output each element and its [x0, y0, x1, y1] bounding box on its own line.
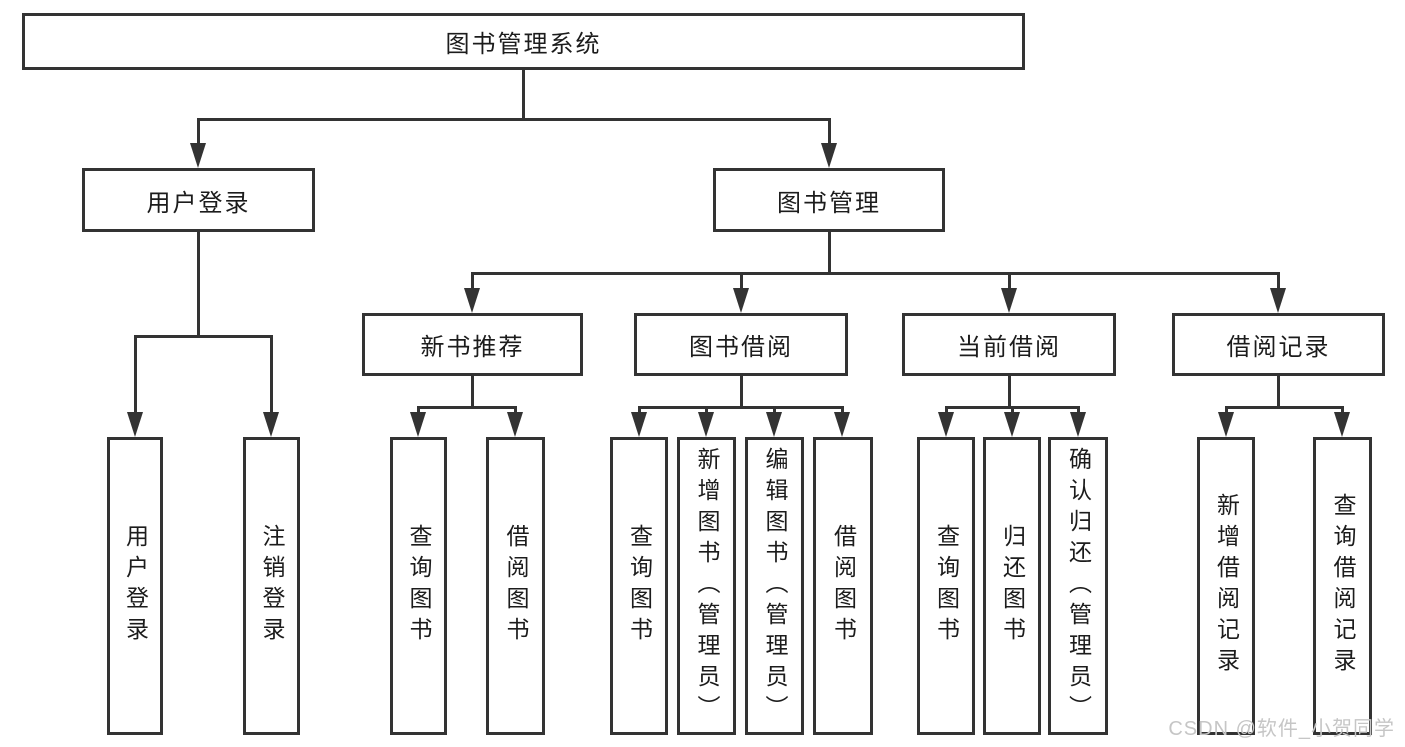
connector-l3-shaft [1277, 272, 1280, 292]
arrow-down-icon [1334, 412, 1350, 437]
connector-leaf-shaft [841, 406, 844, 416]
leaf-logout: 注销登录 [243, 437, 300, 735]
leaf-add-borrow-record: 新增借阅记录 [1197, 437, 1255, 735]
node-label: 注销登录 [259, 524, 285, 648]
connector-user-login-split-bar [134, 335, 273, 338]
node-label: 编辑图书（管理员） [762, 446, 788, 726]
connector-l3-shaft [740, 272, 743, 292]
leaf-add-books-admin: 新增图书（管理员） [677, 437, 736, 735]
node-label: 新书推荐 [420, 334, 525, 361]
arrow-down-icon [631, 412, 647, 437]
connector-leaf-shaft [134, 335, 137, 415]
node-label: 图书借阅 [689, 334, 793, 361]
arrow-down-icon [938, 412, 954, 437]
arrow-down-icon [834, 412, 850, 437]
connector-leaf-shaft [638, 406, 641, 416]
node-new-book-recommend: 新书推荐 [362, 313, 583, 376]
connector-root-stem [522, 70, 525, 121]
arrow-down-icon [263, 412, 279, 437]
connector-leaf-shaft [945, 406, 948, 416]
leaf-query-books-recommend: 查询图书 [390, 437, 447, 735]
arrow-down-icon [1270, 288, 1286, 313]
connector-root-split-bar [197, 118, 831, 121]
arrow-down-icon [1004, 412, 1020, 437]
connector-leaf-shaft [270, 335, 273, 415]
arrow-down-icon [698, 412, 714, 437]
leaf-query-borrow-record: 查询借阅记录 [1313, 437, 1372, 735]
arrow-down-icon [766, 412, 782, 437]
connector-book-mgmt-shaft [828, 118, 831, 148]
arrow-down-icon [821, 143, 837, 168]
leaf-edit-books-admin: 编辑图书（管理员） [745, 437, 804, 735]
leaf-user-login: 用户登录 [107, 437, 163, 735]
arrow-down-icon [1218, 412, 1234, 437]
connector-leaf-shaft [417, 406, 420, 416]
node-label: 新增图书（管理员） [694, 446, 720, 726]
node-label: 新增借阅记录 [1213, 493, 1240, 679]
node-label: 借阅图书 [830, 524, 857, 648]
connector-l3-shaft [1008, 272, 1011, 292]
node-current-borrowing: 当前借阅 [902, 313, 1116, 376]
connector-leaf-shaft [705, 406, 708, 416]
node-label: 图书管理 [777, 189, 881, 217]
node-label: 查询借阅记录 [1330, 493, 1356, 679]
node-system-root: 图书管理系统 [22, 13, 1025, 70]
node-label: 借阅图书 [503, 524, 529, 648]
node-label: 查询图书 [933, 524, 960, 648]
leaf-query-books-current: 查询图书 [917, 437, 975, 735]
node-label: 查询图书 [626, 524, 653, 648]
connector-book-mgmt-split-bar [471, 272, 1280, 275]
connector-leaf-shaft [1341, 406, 1344, 416]
connector-l4-stem [471, 376, 474, 408]
node-borrowing-records: 借阅记录 [1172, 313, 1385, 376]
connector-l3-shaft [471, 272, 474, 292]
arrow-down-icon [464, 288, 480, 313]
connector-user-login-stem [197, 232, 200, 338]
node-label: 借阅记录 [1226, 334, 1331, 361]
connector-l4-stem [740, 376, 743, 408]
connector-leaf-shaft [773, 406, 776, 416]
connector-leaf-shaft [514, 406, 517, 416]
node-label: 用户登录 [122, 524, 149, 648]
connector-leaf-shaft [1225, 406, 1228, 416]
connector-leaf-shaft [1011, 406, 1014, 416]
arrow-down-icon [507, 412, 523, 437]
leaf-confirm-return-admin: 确认归还（管理员） [1048, 437, 1108, 735]
connector-leaf-shaft [1077, 406, 1080, 416]
connector-book-mgmt-stem [828, 232, 831, 275]
connector-l4-stem [1277, 376, 1280, 408]
node-label: 图书管理系统 [445, 31, 602, 58]
leaf-query-books-borrowing: 查询图书 [610, 437, 668, 735]
arrow-down-icon [127, 412, 143, 437]
leaf-borrow-books-recommend: 借阅图书 [486, 437, 545, 735]
arrow-down-icon [410, 412, 426, 437]
leaf-return-books: 归还图书 [983, 437, 1041, 735]
node-label: 确认归还（管理员） [1065, 446, 1092, 726]
connector-l4-split-bar [417, 406, 517, 409]
connector-user-login-shaft [197, 118, 200, 148]
node-label: 当前借阅 [957, 334, 1061, 361]
connector-l4-split-bar [638, 406, 844, 409]
watermark-text: CSDN @软件_小贺同学 [1168, 718, 1395, 740]
node-label: 用户登录 [146, 189, 251, 217]
node-user-login: 用户登录 [82, 168, 315, 232]
arrow-down-icon [190, 143, 206, 168]
node-label: 查询图书 [406, 524, 432, 648]
node-book-management: 图书管理 [713, 168, 945, 232]
arrow-down-icon [1001, 288, 1017, 313]
leaf-borrow-books: 借阅图书 [813, 437, 873, 735]
connector-l4-stem [1008, 376, 1011, 408]
node-book-borrowing: 图书借阅 [634, 313, 848, 376]
connector-l4-split-bar [1225, 406, 1344, 409]
arrow-down-icon [733, 288, 749, 313]
arrow-down-icon [1070, 412, 1086, 437]
node-label: 归还图书 [999, 524, 1026, 648]
